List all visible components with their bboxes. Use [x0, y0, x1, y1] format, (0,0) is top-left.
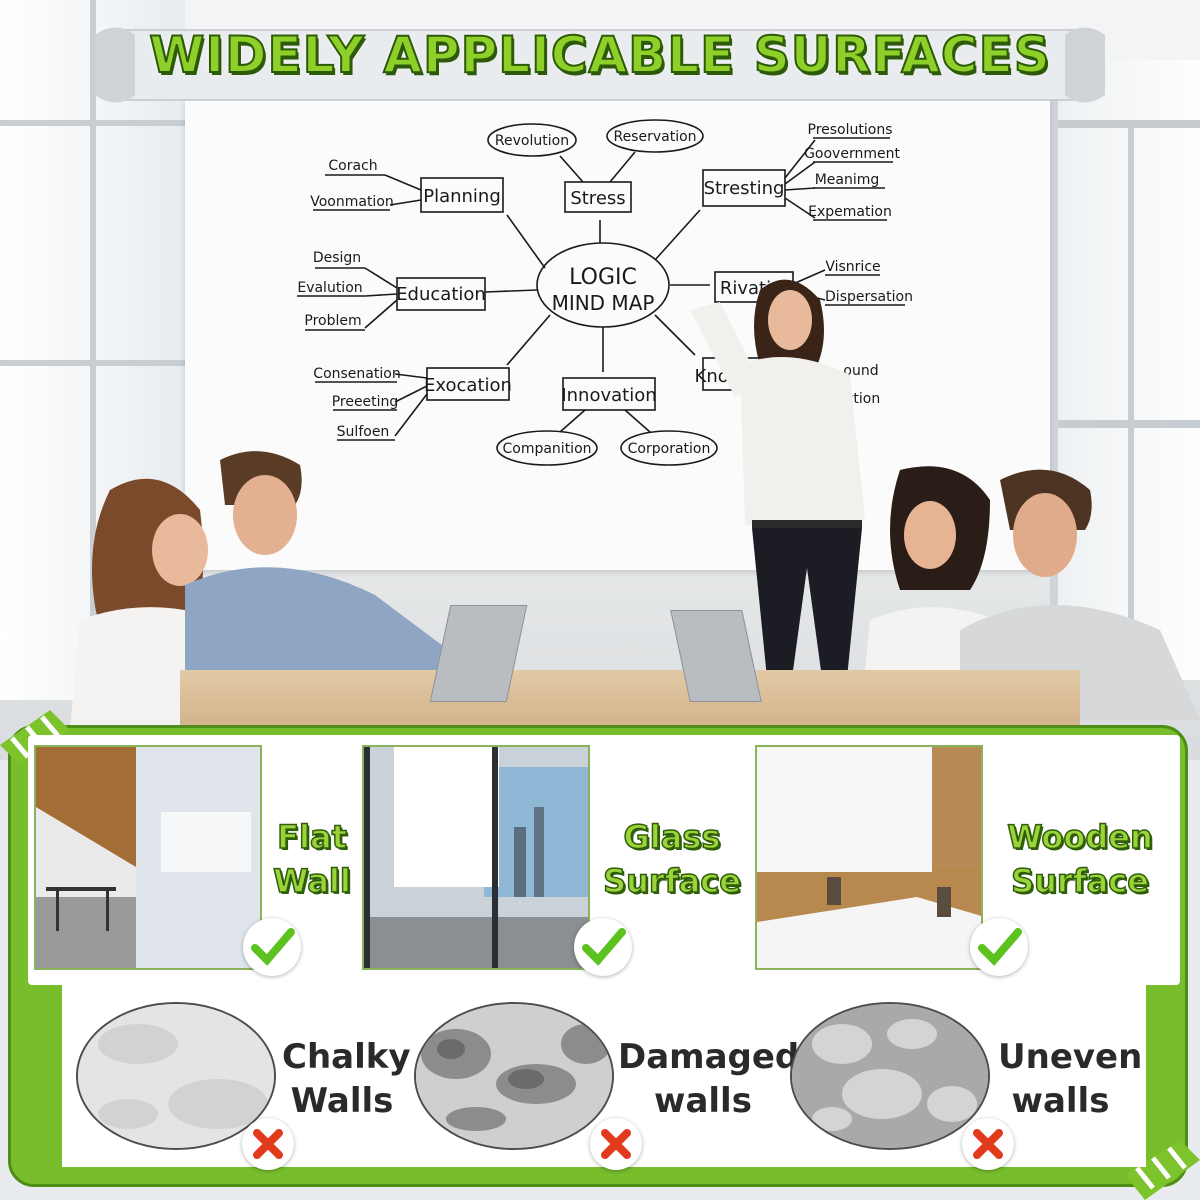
label-damaged-walls: Damaged walls	[618, 1035, 800, 1123]
label-wooden-line2: Surface	[1010, 861, 1149, 901]
node-exocation: Exocation	[424, 375, 512, 396]
presenter-woman	[690, 279, 865, 678]
label-wooden-line1: Wooden	[1006, 817, 1153, 857]
glass-surface-photo	[362, 745, 590, 970]
banner-scroll	[95, 27, 1105, 103]
label-damaged-line1: Damaged	[618, 1037, 800, 1077]
node-stress: Stress	[570, 188, 625, 209]
wooden-surface-photo	[755, 745, 983, 970]
flat-wall-photo	[34, 745, 262, 970]
label-flat-wall: Flat Wall	[262, 815, 362, 903]
chalky-wall-texture	[76, 1002, 276, 1150]
ribbon-right	[1125, 1140, 1200, 1200]
label-uneven-walls: Uneven walls	[998, 1035, 1143, 1123]
leaf-ound: ound	[843, 363, 878, 379]
label-chalky-line1: Chalky	[282, 1037, 411, 1077]
attendee-2	[185, 451, 455, 705]
node-innovation: Innovation	[561, 385, 656, 406]
attendee-4	[960, 469, 1200, 720]
leaf-ction: ction	[846, 391, 881, 407]
check-icon	[243, 918, 301, 976]
node-planning: Planning	[423, 186, 501, 207]
mind-map: LOGIC MIND MAP Planning Stress Stresting…	[297, 119, 913, 466]
leaf-corporation: Corporation	[628, 441, 711, 457]
leaf-meanimg: Meanimg	[815, 172, 880, 188]
leaf-design: Design	[313, 250, 361, 266]
label-uneven-line1: Uneven	[998, 1037, 1143, 1077]
leaf-evalution: Evalution	[297, 280, 362, 296]
label-wooden-surface: Wooden Surface	[995, 815, 1165, 903]
node-stresting: Stresting	[704, 178, 785, 199]
cross-icon	[962, 1118, 1014, 1170]
label-flat-wall-line1: Flat	[276, 817, 347, 857]
cross-icon	[242, 1118, 294, 1170]
label-chalky-line2: Walls	[290, 1081, 394, 1121]
leaf-presolutions: Presolutions	[808, 122, 893, 138]
leaf-visnrice: Visnrice	[825, 259, 880, 275]
check-icon	[574, 918, 632, 976]
leaf-reservation: Reservation	[613, 129, 696, 145]
damaged-wall-texture	[414, 1002, 614, 1150]
label-chalky-walls: Chalky Walls	[282, 1035, 411, 1123]
leaf-goovernment: Goovernment	[804, 146, 900, 162]
leaf-corach: Corach	[328, 158, 377, 174]
leaf-companition: Companition	[502, 441, 591, 457]
label-uneven-line2: walls	[1011, 1081, 1110, 1121]
label-glass-line1: Glass	[623, 817, 721, 857]
label-glass-line2: Surface	[602, 861, 741, 901]
leaf-problem: Problem	[304, 313, 361, 329]
label-damaged-line2: walls	[654, 1081, 752, 1121]
leaf-preeeting: Preeeting	[332, 394, 399, 410]
leaf-sulfoen: Sulfoen	[337, 424, 390, 440]
leaf-revolution: Revolution	[495, 133, 569, 149]
leaf-dispersation: Dispersation	[825, 289, 913, 305]
cross-icon	[590, 1118, 642, 1170]
right-window	[1050, 60, 1200, 680]
center-line-1: LOGIC	[569, 265, 637, 290]
banner-title: WIDELY APPLICABLE SURFACES	[148, 25, 1051, 85]
check-icon	[970, 918, 1028, 976]
node-education: Education	[396, 284, 486, 305]
leaf-consenation: Consenation	[313, 366, 400, 382]
leaf-voonmation: Voonmation	[310, 194, 394, 210]
label-flat-wall-line2: Wall	[272, 861, 351, 901]
uneven-wall-texture	[790, 1002, 990, 1150]
center-line-2: MIND MAP	[552, 291, 655, 315]
leaf-expemation: Expemation	[808, 204, 892, 220]
label-glass-surface: Glass Surface	[597, 815, 747, 903]
